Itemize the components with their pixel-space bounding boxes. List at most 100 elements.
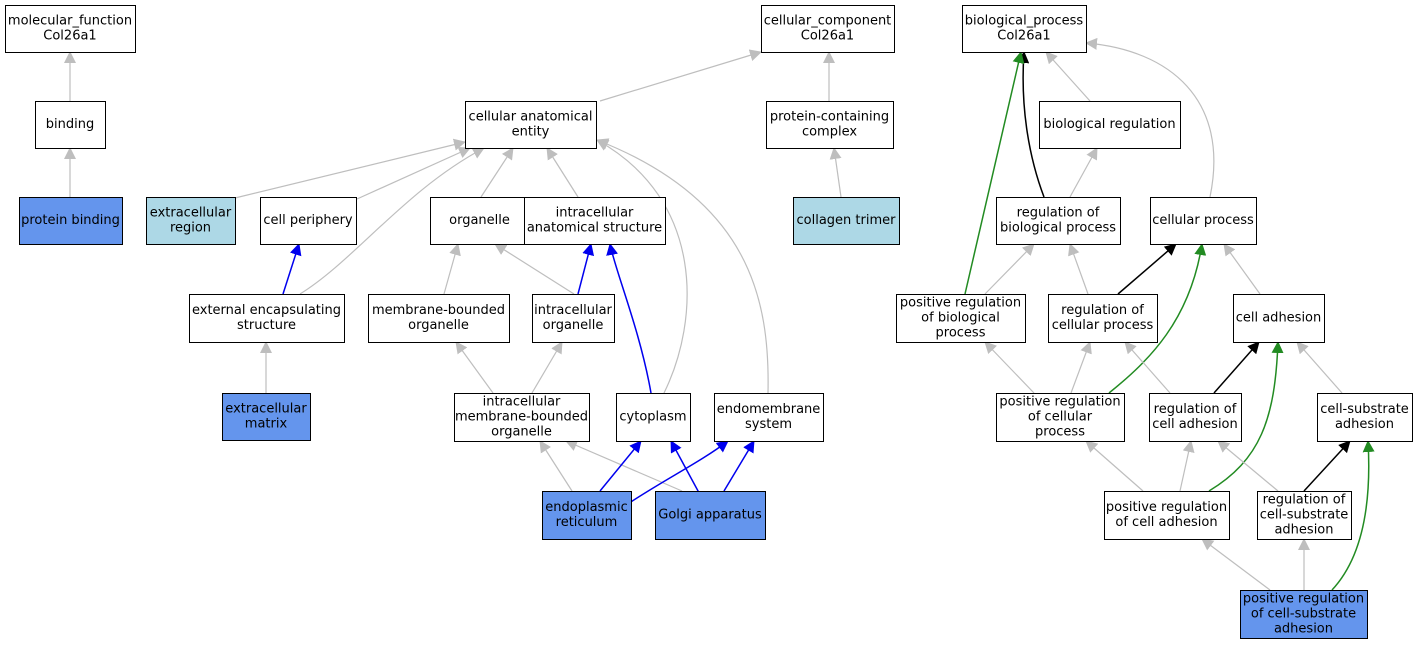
term-box (1317, 393, 1413, 442)
edge-part-of-extenc-to-cellper (282, 243, 302, 295)
edge-is-a-csadh-to-celladh (1296, 341, 1343, 394)
edge-is-a-regcp-to-regbp (1068, 243, 1089, 295)
edge-is-a-regca-to-regcp (1124, 341, 1171, 394)
term-box (222, 393, 311, 441)
term-box (368, 294, 510, 343)
term-node-bioreg[interactable]: biological regulation (1039, 101, 1181, 149)
term-label-line: of cell-substrate (1251, 607, 1356, 622)
edge-is-a-regbp-to-bioreg (1069, 147, 1098, 198)
term-node-coltrimer[interactable]: collagen trimer (793, 197, 900, 245)
term-label-line: endoplasmic (545, 500, 627, 515)
term-box (1150, 197, 1257, 245)
term-box (1104, 491, 1230, 540)
edge-regulates-regcp-to-cellproc (1117, 243, 1177, 295)
edge-is-a-posregbp-to-regbp (984, 243, 1035, 295)
term-label-line: molecular_function (8, 14, 132, 29)
term-box (542, 491, 632, 540)
term-label-line: collagen trimer (797, 213, 897, 228)
term-box (761, 5, 895, 53)
edge-is-a-posregcsa-to-posregca (1201, 538, 1271, 591)
term-node-golgi[interactable]: Golgi apparatus (655, 491, 766, 540)
term-label-line: intracellular (483, 395, 561, 410)
term-box (616, 393, 691, 442)
term-box (146, 197, 236, 245)
term-label-line: intracellular (556, 206, 634, 221)
term-label-line: extracellular (150, 206, 232, 221)
term-label-line: endomembrane (717, 402, 821, 417)
term-box (996, 393, 1125, 442)
edge-is-a-cytoplasm-to-cae (596, 139, 688, 394)
term-node-binding[interactable]: binding (35, 101, 106, 149)
edge-positively-regulates-posregcp-to-cellproc (1108, 243, 1207, 394)
term-label-line: cell-substrate (1320, 402, 1409, 417)
term-node-cellper[interactable]: cell periphery (260, 197, 357, 245)
term-label-line: biological process (1000, 221, 1116, 236)
term-label-line: positive regulation (1243, 592, 1364, 607)
edge-is-a-endomem-to-cae (596, 138, 769, 394)
term-label-line: regulation of (1154, 402, 1237, 417)
term-label-line: entity (512, 125, 550, 140)
edge-is-a-extenc-to-cae (299, 147, 485, 295)
edge-is-a-organelle-to-cae (480, 147, 514, 198)
term-label-line: cellular_component (764, 14, 892, 29)
edge-positively-regulates-posregca-to-celladh (1208, 341, 1284, 492)
edge-part-of-golgi-to-endomem (723, 440, 755, 492)
term-label-line: binding (46, 117, 94, 132)
term-box (714, 393, 824, 442)
edge-is-a-intorg-to-organelle (494, 243, 575, 295)
edge-positively-regulates-posregbp-to-bp (964, 51, 1025, 295)
term-label-line: anatomical structure (527, 221, 662, 236)
term-label-line: regulation of (1017, 206, 1100, 221)
term-label-line: process (936, 326, 986, 341)
term-label-line: reticulum (556, 515, 618, 530)
edge-regulates-regcsa-to-csadh (1303, 440, 1351, 492)
term-node-cytoplasm[interactable]: cytoplasm (616, 393, 691, 442)
term-label-line: membrane-bounded (455, 410, 588, 425)
term-label-line: positive regulation (999, 395, 1120, 410)
term-node-protbind[interactable]: protein binding (19, 197, 123, 245)
term-box (524, 197, 666, 245)
term-node-organelle[interactable]: organelle (430, 197, 530, 245)
edge-part-of-intorg-to-ias (577, 243, 595, 295)
term-label-line: intracellular (534, 303, 612, 318)
term-box (19, 197, 123, 245)
term-label-line: adhesion (1274, 523, 1333, 538)
edge-is-a-posregca-to-posregcp (1085, 440, 1144, 492)
edge-regulates-regbp-to-bp (1017, 51, 1045, 198)
edge-is-a-extreg-to-cae (234, 138, 466, 199)
term-box (896, 294, 1026, 343)
term-label-line: protein binding (21, 213, 120, 228)
edge-is-a-cae-to-cc (599, 49, 762, 102)
term-box (454, 393, 590, 442)
term-label-line: cellular anatomical (469, 110, 593, 125)
term-box (1039, 101, 1181, 149)
term-node-cellproc[interactable]: cellular process (1150, 197, 1257, 245)
term-node-celladh[interactable]: cell adhesion (1233, 294, 1325, 343)
term-box (35, 101, 106, 149)
term-box (996, 197, 1121, 245)
